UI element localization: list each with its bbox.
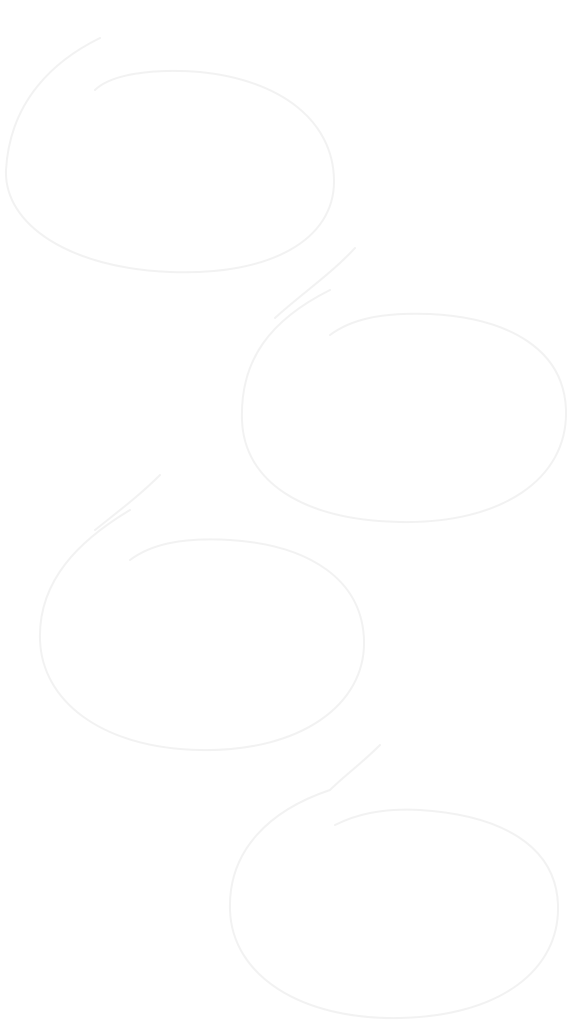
connector-2 [94, 474, 161, 531]
blob-1-outline [4, 37, 336, 274]
connector-1 [274, 247, 356, 319]
blob-3-outline [38, 509, 366, 752]
blob-2-outline [240, 289, 568, 524]
blob-4-outline [228, 789, 560, 1020]
connector-3 [329, 744, 381, 791]
